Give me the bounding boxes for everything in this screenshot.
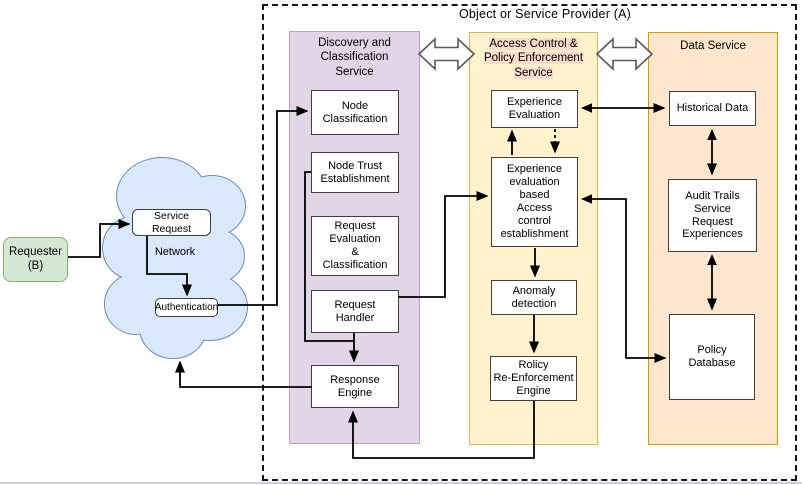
rolicy-reenforcement-engine-box: Rolicy Re-Enforcement Engine [490, 356, 577, 401]
access-control-header-text: Access Control & Policy Enforcement Serv… [483, 38, 584, 79]
connector-requester-to-service-request [68, 219, 131, 258]
policy-database-box: Policy Database [669, 314, 755, 400]
discovery-column-header: Discovery and Classification Service [318, 37, 391, 78]
anomaly-detection-box: Anomaly detection [491, 280, 577, 315]
historical-data-box: Historical Data [669, 91, 756, 126]
access-control-column-header: Access Control & Policy Enforcement Serv… [470, 37, 597, 80]
authentication-box: Authentication [155, 298, 218, 317]
service-request-box: Service Request [132, 209, 211, 236]
response-engine-box: Response Engine [311, 365, 399, 408]
experience-access-control-box: Experience evaluation based Access contr… [491, 157, 578, 247]
requester-box: Requester (B) [3, 237, 68, 282]
provider-title: Object or Service Provider (A) [458, 7, 632, 21]
request-handler-box: Request Handler [311, 290, 399, 333]
experience-evaluation-box: Experience Evaluation [491, 90, 578, 128]
network-label: Network [154, 246, 196, 258]
request-evaluation-classification-box: Request Evaluation & Classification [311, 216, 399, 276]
node-classification-box: Node Classification [311, 90, 399, 135]
connector-service-request-to-authentication [146, 236, 192, 297]
data-service-column-header: Data Service [680, 40, 746, 52]
audit-trails-box: Audit Trails Service Request Experiences [668, 179, 757, 252]
figure-bottom-edge [0, 482, 802, 484]
node-trust-establishment-box: Node Trust Establishment [311, 152, 399, 193]
